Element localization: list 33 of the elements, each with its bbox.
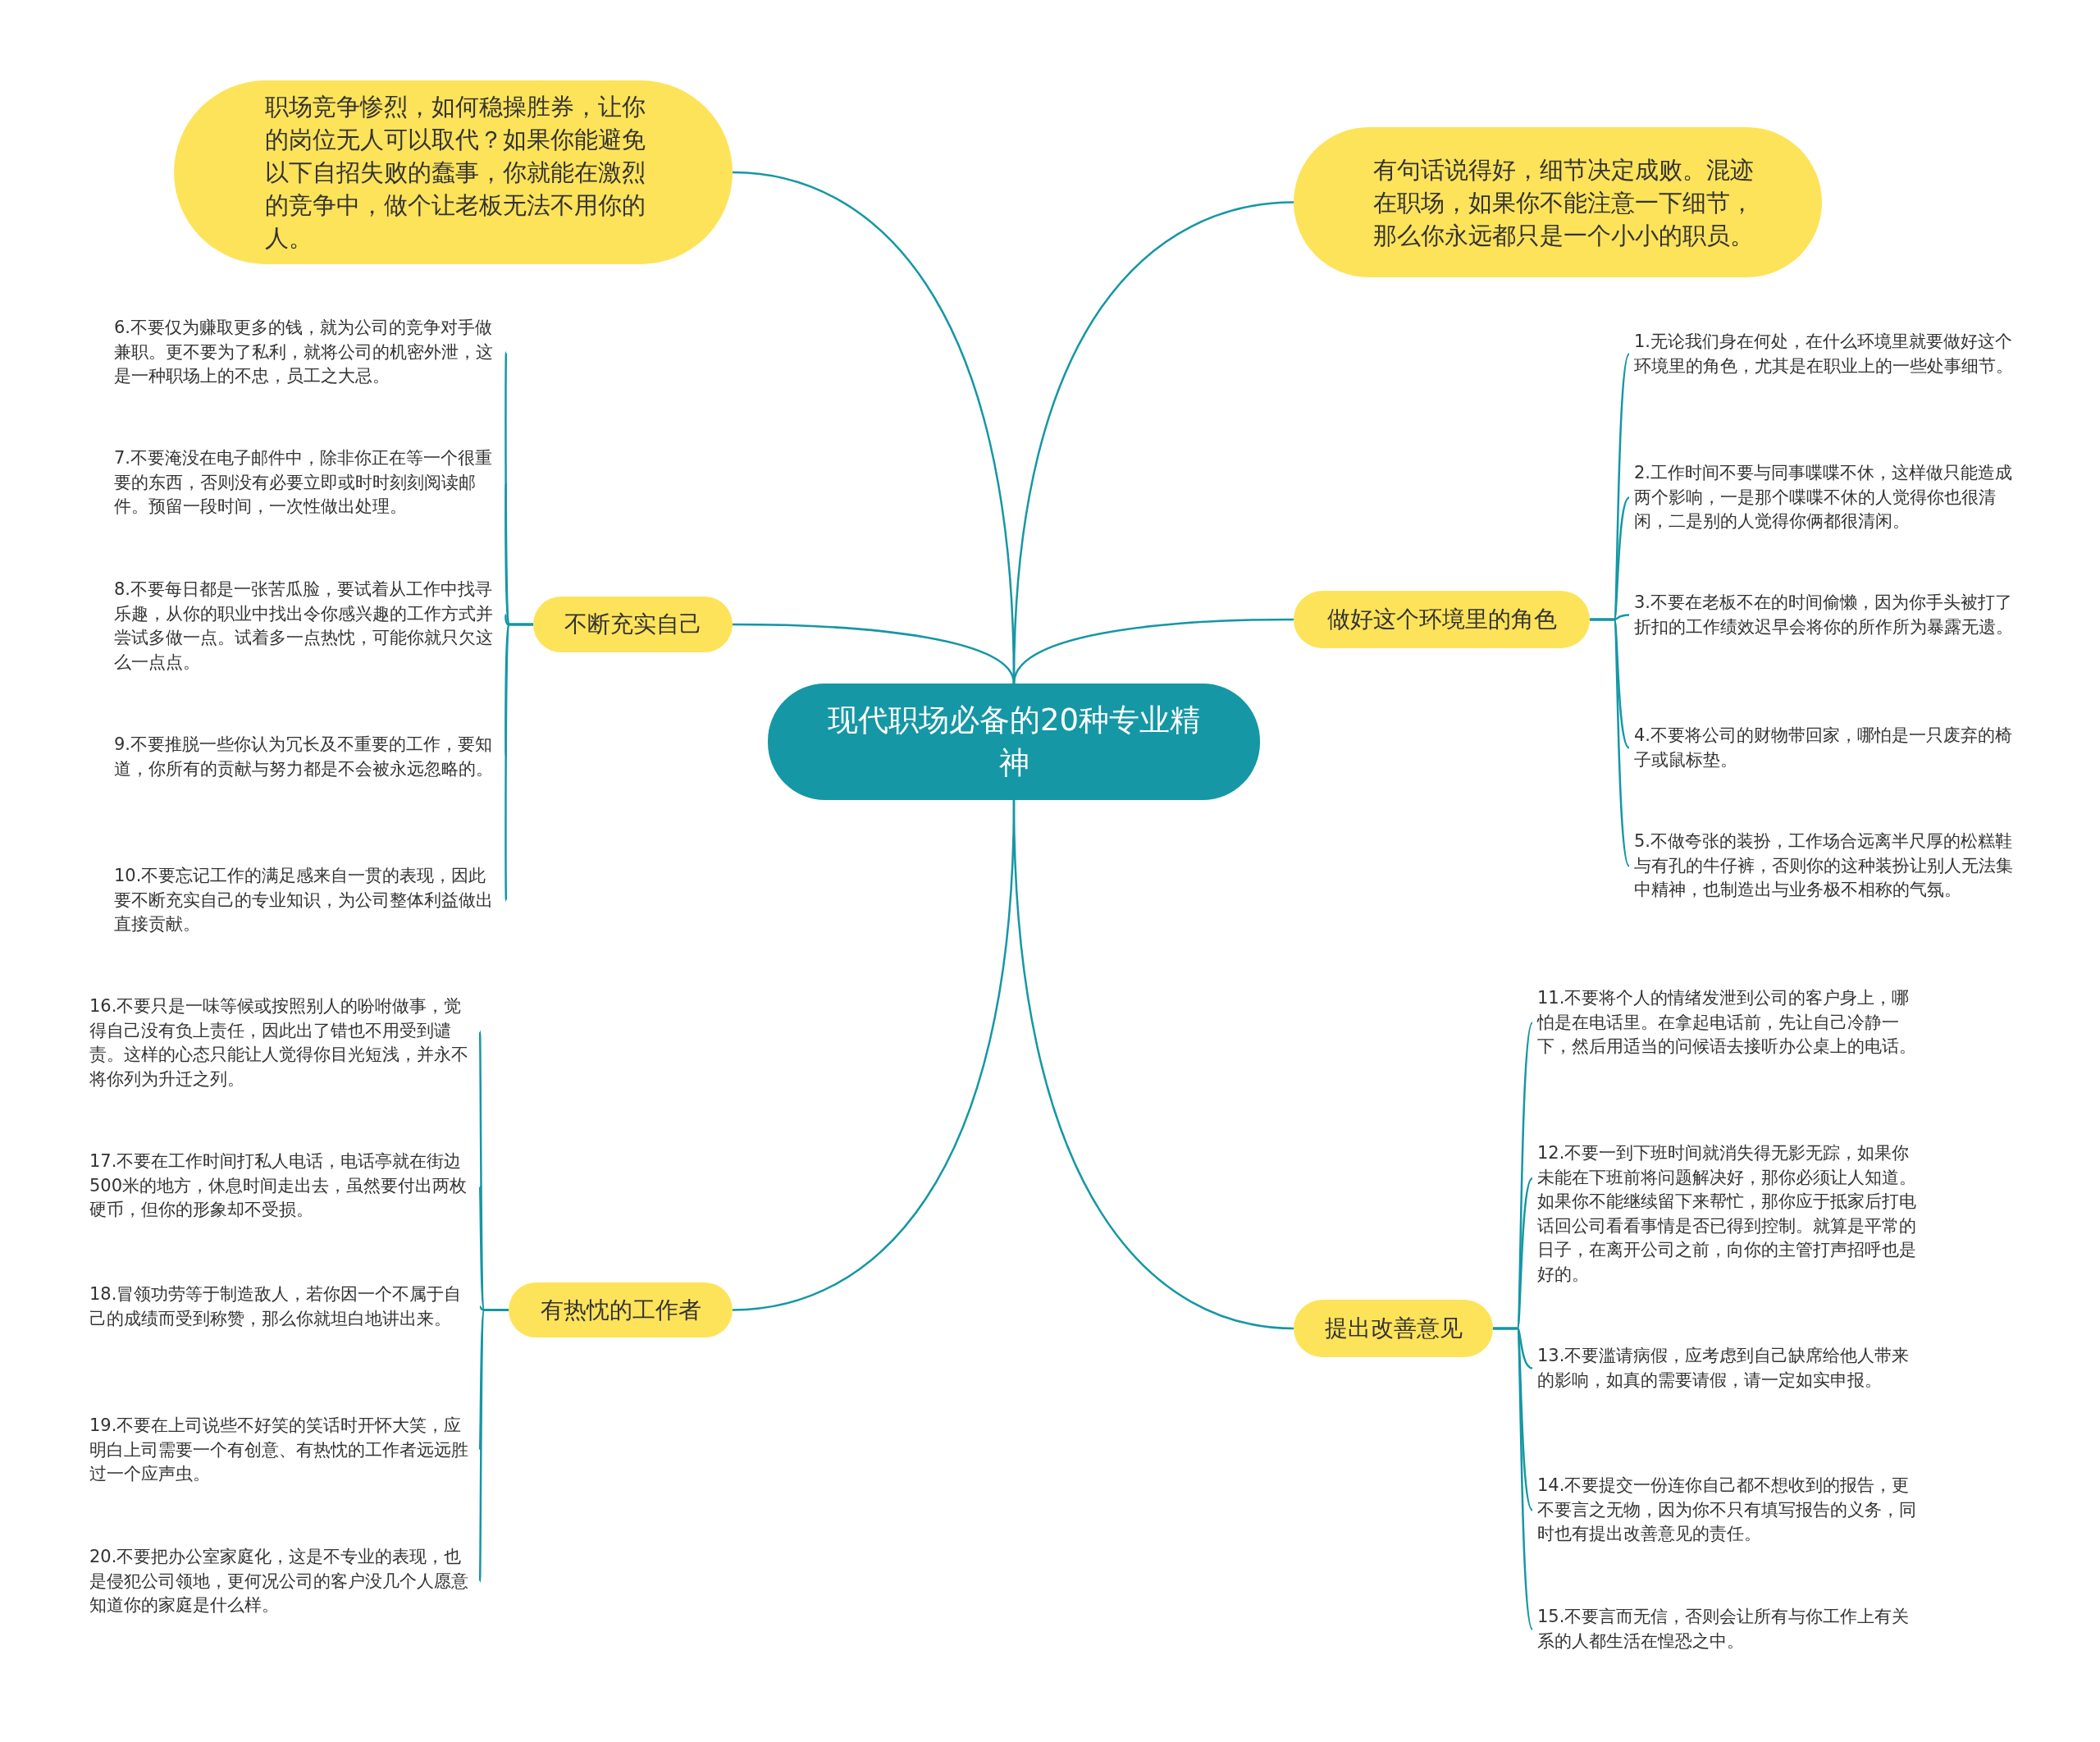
branch-topic: 做好这个环境里的角色 (1294, 591, 1590, 648)
item-text: 9.不要推脱一些你认为冗长及不重要的工作，要知道，你所有的贡献与努力都是不会被永远忽略的。 (114, 733, 501, 781)
item-text: 1.无论我们身在何处，在什么环境里就要做好这个环境里的角色，尤其是在职业上的一些处事细节。 (1634, 330, 2020, 378)
item-text: 2.工作时间不要与同事喋喋不休，这样做只能造成两个影响，一是那个喋喋不休的人觉得你也很清闲，二是别的人觉得你俩都很清闲。 (1634, 461, 2020, 534)
item-text: 7.不要淹没在电子邮件中，除非你正在等一个很重要的东西，否则没有必要立即或时时刻刻阅读邮件。预留一段时间，一次性做出处理。 (114, 446, 501, 519)
item-text: 20.不要把办公室家庭化，这是不专业的表现，也是侵犯公司领地，更何况公司的客户没几个人愿意知道你的家庭是什么样。 (89, 1545, 475, 1618)
item-text: 15.不要言而无信，否则会让所有与你工作上有关系的人都生活在惶恐之中。 (1537, 1605, 1923, 1653)
item-text: 17.不要在工作时间打私人电话，电话亭就在街边500米的地方，休息时间走出去，虽然要付出两枚硬币，但你的形象却不受损。 (89, 1150, 475, 1223)
item-text: 14.不要提交一份连你自己都不想收到的报告，更不要言之无物，因为你不只有填写报告的义务，同时也有提出改善意见的责任。 (1537, 1474, 1923, 1547)
intro-bubble: 职场竞争惨烈，如何稳操胜券，让你的岗位无人可以取代？如果你能避免以下自招失败的蠢事，你就能在激烈的竞争中，做个让老板无法不用你的人。 (174, 80, 733, 264)
item-text: 12.不要一到下班时间就消失得无影无踪，如果你未能在下班前将问题解决好，那你必须让人知道。如果你不能继续留下来帮忙，那你应于抵家后打电话回公司看看事情是否已得到控制。就算是平常的日子，在离开公司之前，向你的主管打声招呼也是好的。 (1537, 1141, 1923, 1287)
connector-line (1493, 1327, 1534, 1630)
item-text: 5.不做夸张的装扮，工作场合远离半尺厚的松糕鞋与有孔的牛仔裤，否则你的这种装扮让别人无法集中精神，也制造出与业务极不相称的气氛。 (1634, 830, 2020, 903)
item-text: 19.不要在上司说些不好笑的笑话时开怀大笑，应明白上司需要一个有创意、有热忱的工作者远远胜过一个应声虫。 (89, 1414, 475, 1487)
connector-line (504, 623, 533, 901)
connector-line (478, 1309, 509, 1582)
item-text: 8.不要每日都是一张苦瓜脸，要试着从工作中找寻乐趣，从你的职业中找出令你感兴趣的工作方式并尝试多做一点。试着多一点热忱，可能你就只欠这么一点点。 (114, 578, 501, 674)
item-text: 18.冒领功劳等于制造敌人，若你因一个不属于自己的成绩而受到称赞，那么你就坦白地讲出来。 (89, 1282, 475, 1331)
connector-line (1012, 799, 1294, 1330)
branch-topic: 不断充实自己 (533, 597, 733, 652)
item-text: 16.不要只是一味等候或按照别人的吩咐做事，觉得自己没有负上责任，因此出了错也不用受到谴责。这样的心态只能让人觉得你目光短浅，并永不将你列为升迁之列。 (89, 994, 475, 1091)
central-topic: 现代职场必备的20种专业精神 (768, 684, 1260, 800)
connector-line (1012, 618, 1294, 684)
item-text: 6.不要仅为赚取更多的钱，就为公司的竞争对手做兼职。更不要为了私利，就将公司的机密外泄，这是一种职场上的不忠，员工之大忌。 (114, 316, 501, 389)
item-text: 10.不要忘记工作的满足感来自一贯的表现，因此要不断充实自己的专业知识，为公司整体利益做出直接贡献。 (114, 864, 501, 937)
connector-line (1590, 618, 1631, 867)
item-text: 3.不要在老板不在的时间偷懒，因为你手头被打了折扣的工作绩效迟早会将你的所作所为暴露无遗。 (1634, 591, 2020, 639)
branch-topic: 提出改善意见 (1294, 1300, 1493, 1357)
item-text: 4.不要将公司的财物带回家，哪怕是一只废弃的椅子或鼠标垫。 (1634, 724, 2020, 772)
item-text: 11.不要将个人的情绪发泄到公司的客户身上，哪怕是在电话里。在拿起电话前，先让自己冷静一下，然后用适当的问候语去接听办公桌上的电话。 (1537, 986, 1923, 1059)
branch-topic: 有热忱的工作者 (509, 1282, 733, 1337)
item-text: 13.不要滥请病假，应考虑到自己缺席给他人带来的影响，如真的需要请假，请一定如实申报。 (1537, 1344, 1923, 1392)
intro-bubble: 有句话说得好，细节决定成败。混迹在职场，如果你不能注意一下细节，那么你永远都只是一个小小的职员。 (1294, 127, 1822, 277)
